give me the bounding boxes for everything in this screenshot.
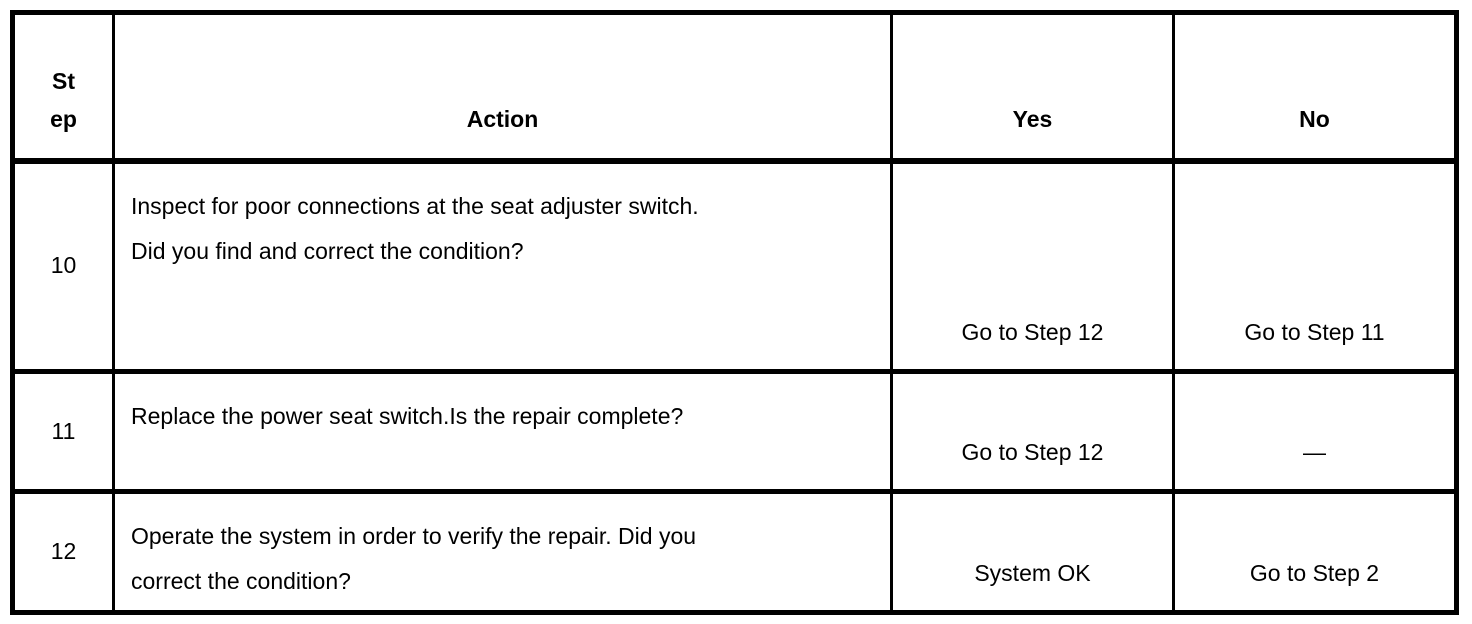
yes-cell: System OK: [890, 489, 1175, 614]
table-row: 12 Operate the system in order to verify…: [11, 489, 1458, 614]
no-cell: Go to Step 2: [1172, 489, 1458, 614]
diagnostic-steps-table: St ep Action Yes No 10 Inspect for poor …: [10, 10, 1459, 615]
no-cell: —: [1172, 369, 1458, 493]
yes-cell: Go to Step 12: [890, 157, 1175, 373]
col-header-step: St ep: [11, 11, 115, 164]
step-number: 10: [11, 157, 115, 373]
action-cell: Inspect for poor connections at the seat…: [112, 157, 893, 373]
step-number: 12: [11, 489, 115, 614]
action-line: Did you find and correct the condition?: [131, 237, 524, 264]
table-header-row: St ep Action Yes No: [11, 11, 1458, 164]
col-header-no: No: [1172, 11, 1458, 164]
table-row: 11 Replace the power seat switch.Is the …: [11, 369, 1458, 493]
yes-cell: Go to Step 12: [890, 369, 1175, 493]
action-line: Replace the power seat switch.Is the rep…: [131, 403, 684, 429]
table-row: 10 Inspect for poor connections at the s…: [11, 157, 1458, 373]
action-line: Inspect for poor connections at the seat…: [131, 192, 699, 219]
action-cell: Operate the system in order to verify th…: [112, 489, 893, 614]
action-cell: Replace the power seat switch.Is the rep…: [112, 369, 893, 493]
action-line: Operate the system in order to verify th…: [131, 523, 697, 549]
action-line: correct the condition?: [131, 568, 351, 594]
col-header-action: Action: [112, 11, 893, 164]
col-header-step-line1: St: [52, 67, 75, 94]
no-cell: Go to Step 11: [1172, 157, 1458, 373]
step-number: 11: [11, 369, 115, 493]
col-header-yes: Yes: [890, 11, 1175, 164]
col-header-step-line2: ep: [50, 105, 77, 132]
